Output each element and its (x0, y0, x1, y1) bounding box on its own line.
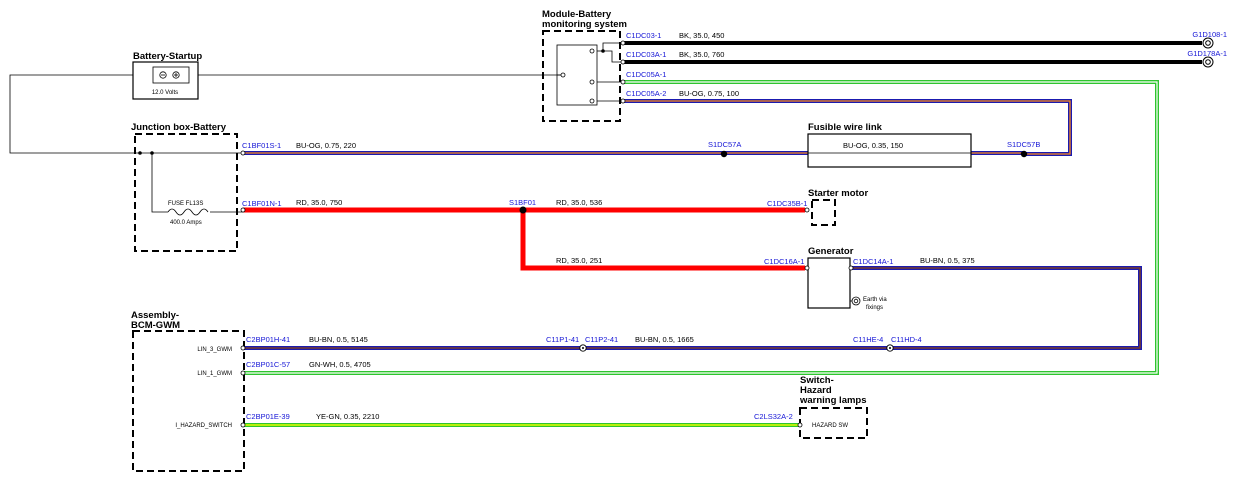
fusible-link-box (807, 133, 972, 168)
hazard-switch-label-3: warning lamps (799, 395, 867, 406)
fuse-icon (167, 208, 209, 216)
conn-c11p1-41: C11P1-41 (546, 335, 579, 344)
junction-box-label: Junction box-Battery (131, 122, 227, 133)
pin-c1dc35b-1 (804, 207, 810, 213)
bcm-pin-hazard: I_HAZARD_SWITCH (175, 423, 232, 429)
hazard-switch-label-1: Switch- (800, 375, 834, 386)
hazard-switch-label-2: Hazard (800, 385, 832, 396)
wire-rd-251 (520, 210, 805, 271)
pin-c1dc03-1 (620, 40, 626, 46)
fusible-link-label: Fusible wire link (808, 122, 883, 133)
wire-label-bu-og-150: BU-OG, 0.35, 150 (843, 141, 903, 150)
conn-c2bp01e-39: C2BP01E-39 (246, 412, 290, 421)
battery-rating: 12.0 Volts (152, 90, 178, 96)
conn-c2bp01c-57: C2BP01C-57 (246, 360, 290, 369)
bcm-label-1: Assembly- (131, 310, 179, 321)
module-battery-label-1: Module-Battery (542, 9, 612, 20)
conn-c11hd-4: C11HD-4 (891, 335, 922, 344)
wire-label-bu-bn-5145: BU-BN, 0.5, 5145 (309, 335, 368, 344)
conn-c1dc16a-1: C1DC16A-1 (764, 257, 804, 266)
generator-label: Generator (808, 246, 854, 257)
pin-c2bp01h-41 (240, 345, 246, 351)
wire-label-bu-bn-1665: BU-BN, 0.5, 1665 (635, 335, 694, 344)
pin-c1dc16a-1 (804, 265, 810, 271)
bcm-pin-lin3: LIN_3_GWM (197, 347, 232, 353)
conn-c1bf01n-1: C1BF01N-1 (242, 199, 282, 208)
bcm-box (132, 330, 245, 472)
splice-s1dc57a (720, 150, 728, 158)
conn-c11he-4: C11HE-4 (853, 335, 883, 344)
wire-bu-og-100-stripe (623, 100, 1071, 155)
battery-terminal-positive-icon (172, 71, 180, 79)
wire-label-bk-450: BK, 35.0, 450 (679, 31, 724, 40)
splice-s1bf01 (519, 206, 527, 214)
splice-s1dc57b (1020, 150, 1028, 158)
generator-earth-label-2: fixings (866, 305, 883, 311)
module-battery-box (542, 30, 621, 122)
pin-c1dc14a-1 (848, 265, 854, 271)
wire-label-rd-750: RD, 35.0, 750 (296, 198, 342, 207)
pin-c1dc03a-1 (620, 59, 626, 65)
pin-c2ls32a-2 (797, 422, 803, 428)
wire-label-bu-og-100: BU-OG, 0.75, 100 (679, 89, 739, 98)
starter-motor-box (811, 199, 836, 226)
pin-c1dc05a-2 (620, 98, 626, 104)
conn-c2ls32a-2: C2LS32A-2 (754, 412, 793, 421)
conn-s1bf01: S1BF01 (509, 198, 536, 207)
battery-startup-label: Battery-Startup (133, 51, 202, 62)
starter-motor-label: Starter motor (808, 188, 868, 199)
conn-c1dc05a-2: C1DC05A-2 (626, 89, 666, 98)
conn-c1dc14a-1: C1DC14A-1 (853, 257, 893, 266)
conn-s1dc57a: S1DC57A (708, 140, 741, 149)
wire-label-rd-251: RD, 35.0, 251 (556, 256, 602, 265)
battery-terminal-negative-icon (159, 71, 167, 79)
pin-c2bp01e-39 (240, 422, 246, 428)
pin-c1bf01s-1 (240, 150, 246, 156)
wire-label-ye-gn-2210: YE-GN, 0.35, 2210 (316, 412, 379, 421)
wire-label-bu-og-220: BU-OG, 0.75, 220 (296, 141, 356, 150)
fuse-rating: 400.0 Amps (170, 220, 202, 226)
hazard-switch-inner: HAZARD SW (812, 423, 848, 429)
junction-box (134, 133, 238, 252)
wire-gn-wh-4705-stripe (243, 81, 1158, 374)
conn-c1bf01s-1: C1BF01S-1 (242, 141, 281, 150)
module-battery-label-2: monitoring system (542, 19, 627, 30)
battery-negative-wire (9, 74, 135, 154)
battery-startup-box (132, 61, 199, 100)
conn-g1d178a-1: G1D178A-1 (1187, 49, 1227, 58)
wire-gn-wh-4705 (243, 80, 1159, 375)
wire-label-bk-760: BK, 35.0, 760 (679, 50, 724, 59)
ground-g1d108-icon (1202, 37, 1214, 49)
generator-box (807, 257, 851, 309)
ground-g1d178a-icon (1202, 56, 1214, 68)
wire-label-gn-wh-4705: GN-WH, 0.5, 4705 (309, 360, 371, 369)
bcm-label-2: BCM-GWM (131, 320, 180, 331)
generator-earth-label-1: Earth via (863, 297, 887, 303)
wire-label-bu-bn-375: BU-BN, 0.5, 375 (920, 256, 975, 265)
conn-c1dc03a-1: C1DC03A-1 (626, 50, 666, 59)
conn-c2bp01h-41: C2BP01H-41 (246, 335, 290, 344)
conn-c1dc05a-1: C1DC05A-1 (626, 70, 666, 79)
conn-c11p2-41: C11P2-41 (585, 335, 618, 344)
wire-label-rd-536: RD, 35.0, 536 (556, 198, 602, 207)
conn-s1dc57b: S1DC57B (1007, 140, 1040, 149)
fuse-name: FUSE FL13S (168, 201, 203, 207)
conn-c1dc35b-1: C1DC35B-1 (767, 199, 807, 208)
pin-c1bf01n-1 (240, 207, 246, 213)
pin-c1dc05a-1 (620, 79, 626, 85)
wire-bu-bn-lin3-stripe (243, 267, 1141, 349)
earth-icon (851, 296, 861, 306)
conn-g1d108-1: G1D108-1 (1192, 30, 1227, 39)
pin-c2bp01c-57 (240, 370, 246, 376)
conn-c1dc03-1: C1DC03-1 (626, 31, 661, 40)
battery-symbol-box (152, 66, 190, 84)
bcm-pin-lin1: LIN_1_GWM (197, 371, 232, 377)
